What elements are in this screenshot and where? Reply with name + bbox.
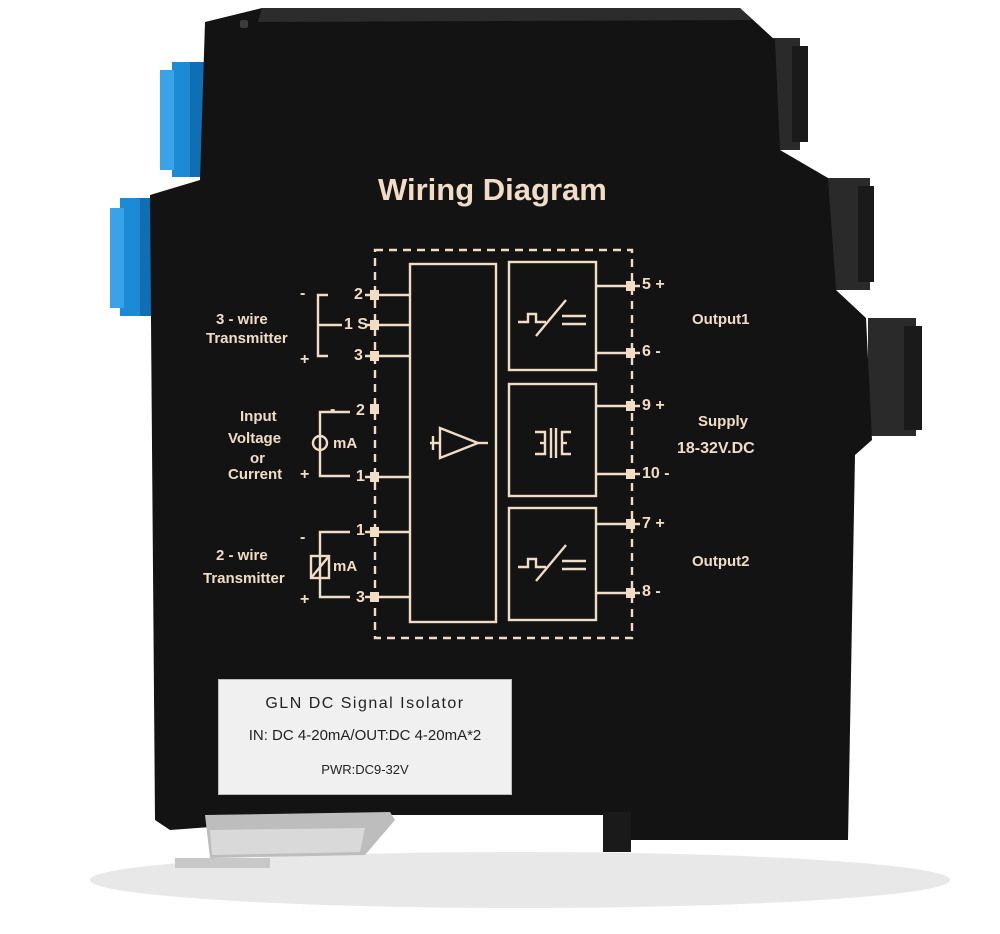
nameplate: GLN DC Signal Isolator IN: DC 4-20mA/OUT… [218,679,512,795]
two-wire-unit-ma: mA [333,558,358,575]
terminal-9: 9 + [642,397,665,414]
input-unit-ma: mA [333,435,358,452]
terminal-2-top: 2 [354,286,363,303]
terminal-pads [370,281,635,602]
terminal-1-bottom: 1 [356,522,365,539]
right-terminals [770,38,922,436]
two-wire-minus: - [300,529,306,546]
terminal-2-mid: 2 [356,402,365,419]
three-wire-minus: - [300,285,306,302]
output2-label: Output2 [692,553,750,570]
terminal-1-mid: 1 [356,468,365,485]
input-minus: - [330,401,336,418]
terminal-3-top: 3 [354,347,363,364]
input-label-1: Input [240,408,277,425]
supply-label-2: 18-32V.DC [677,440,755,457]
two-wire-label-1: 2 - wire [216,547,268,564]
input-label-3: or [250,450,265,467]
input-plus: + [300,466,310,483]
nameplate-line-2: IN: DC 4-20mA/OUT:DC 4-20mA*2 [248,727,482,744]
nameplate-line-3: PWR:DC9-32V [321,762,409,777]
two-wire-plus: + [300,591,310,608]
terminal-1s: 1 S [344,316,369,333]
terminal-3-bottom: 3 [356,589,365,606]
three-wire-plus: + [300,351,310,368]
three-wire-label-1: 3 - wire [216,311,268,328]
nameplate-line-1: GLN DC Signal Isolator [265,695,465,712]
terminal-10: 10 - [642,465,670,482]
input-label-4: Current [228,466,283,483]
supply-label-1: Supply [698,413,749,430]
diagram-title: Wiring Diagram [378,172,607,207]
terminal-6: 6 - [642,343,661,360]
housing [150,8,872,840]
two-wire-label-2: Transmitter [203,570,285,587]
terminal-7: 7 + [642,515,665,532]
input-label-2: Voltage [228,430,282,447]
output1-label: Output1 [692,311,750,328]
din-clip [175,812,631,868]
terminal-5: 5 + [642,276,665,293]
three-wire-label-2: Transmitter [206,330,288,347]
terminal-8: 8 - [642,583,661,600]
